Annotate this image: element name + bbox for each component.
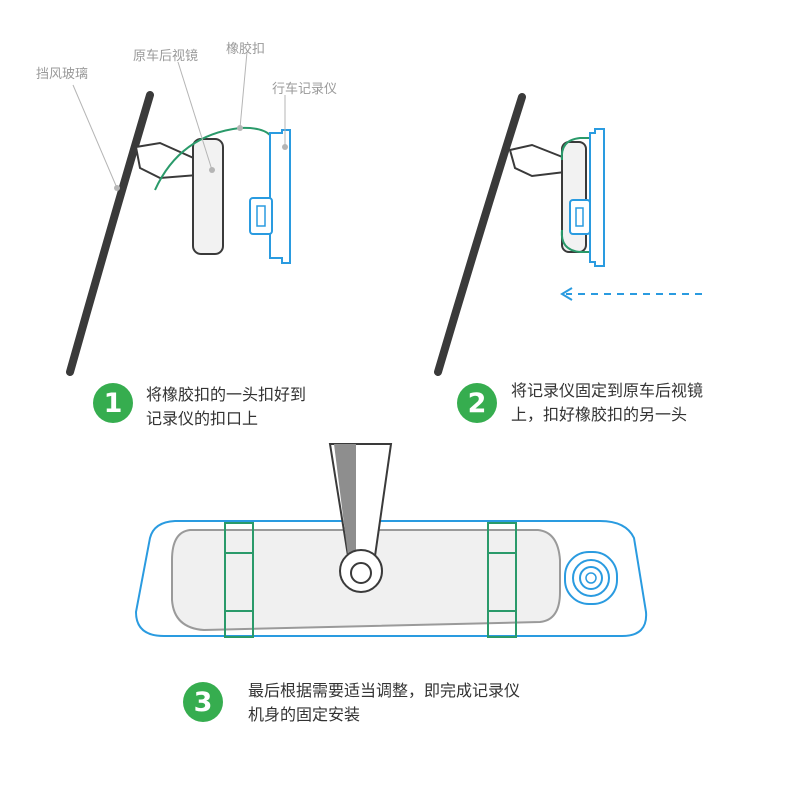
step-1-text: 将橡胶扣的一头扣好到 记录仪的扣口上	[146, 383, 306, 431]
step-2-badge: 2	[457, 383, 497, 423]
dashcam-side-2	[589, 128, 605, 267]
windshield-shape-2	[434, 93, 526, 376]
step-1-badge: 1	[93, 383, 133, 423]
rubber-buckle-shape	[154, 126, 271, 191]
right-rubber-strap	[487, 522, 517, 638]
camera-lens-icon	[564, 551, 618, 605]
original-mirror-side	[192, 138, 224, 255]
step-3-text: 最后根据需要适当调整，即完成记录仪 机身的固定安装	[248, 679, 520, 727]
label-windshield: 挡风玻璃	[36, 67, 89, 82]
left-rubber-strap	[224, 522, 254, 638]
step-3-line-1: 最后根据需要适当调整，即完成记录仪	[248, 681, 521, 700]
step-3-line-2: 机身的固定安装	[248, 705, 361, 724]
step-1-line-1: 将橡胶扣的一头扣好到	[146, 385, 307, 404]
step-2-line-2: 上，扣好橡胶扣的另一头	[511, 405, 688, 424]
dashcam-side	[269, 129, 291, 264]
windshield-shape	[66, 91, 154, 376]
step-2-line-1: 将记录仪固定到原车后视镜	[511, 381, 704, 400]
step-3-badge: 3	[183, 682, 223, 722]
step-2-text: 将记录仪固定到原车后视镜 上，扣好橡胶扣的另一头	[511, 379, 703, 427]
step-1-line-2: 记录仪的扣口上	[146, 409, 259, 428]
rubber-buckle-shape-2	[560, 137, 590, 161]
label-dashcam: 行车记录仪	[272, 82, 338, 97]
label-original-mirror: 原车后视镜	[133, 49, 199, 64]
label-rubber-buckle: 橡胶扣	[226, 42, 266, 57]
